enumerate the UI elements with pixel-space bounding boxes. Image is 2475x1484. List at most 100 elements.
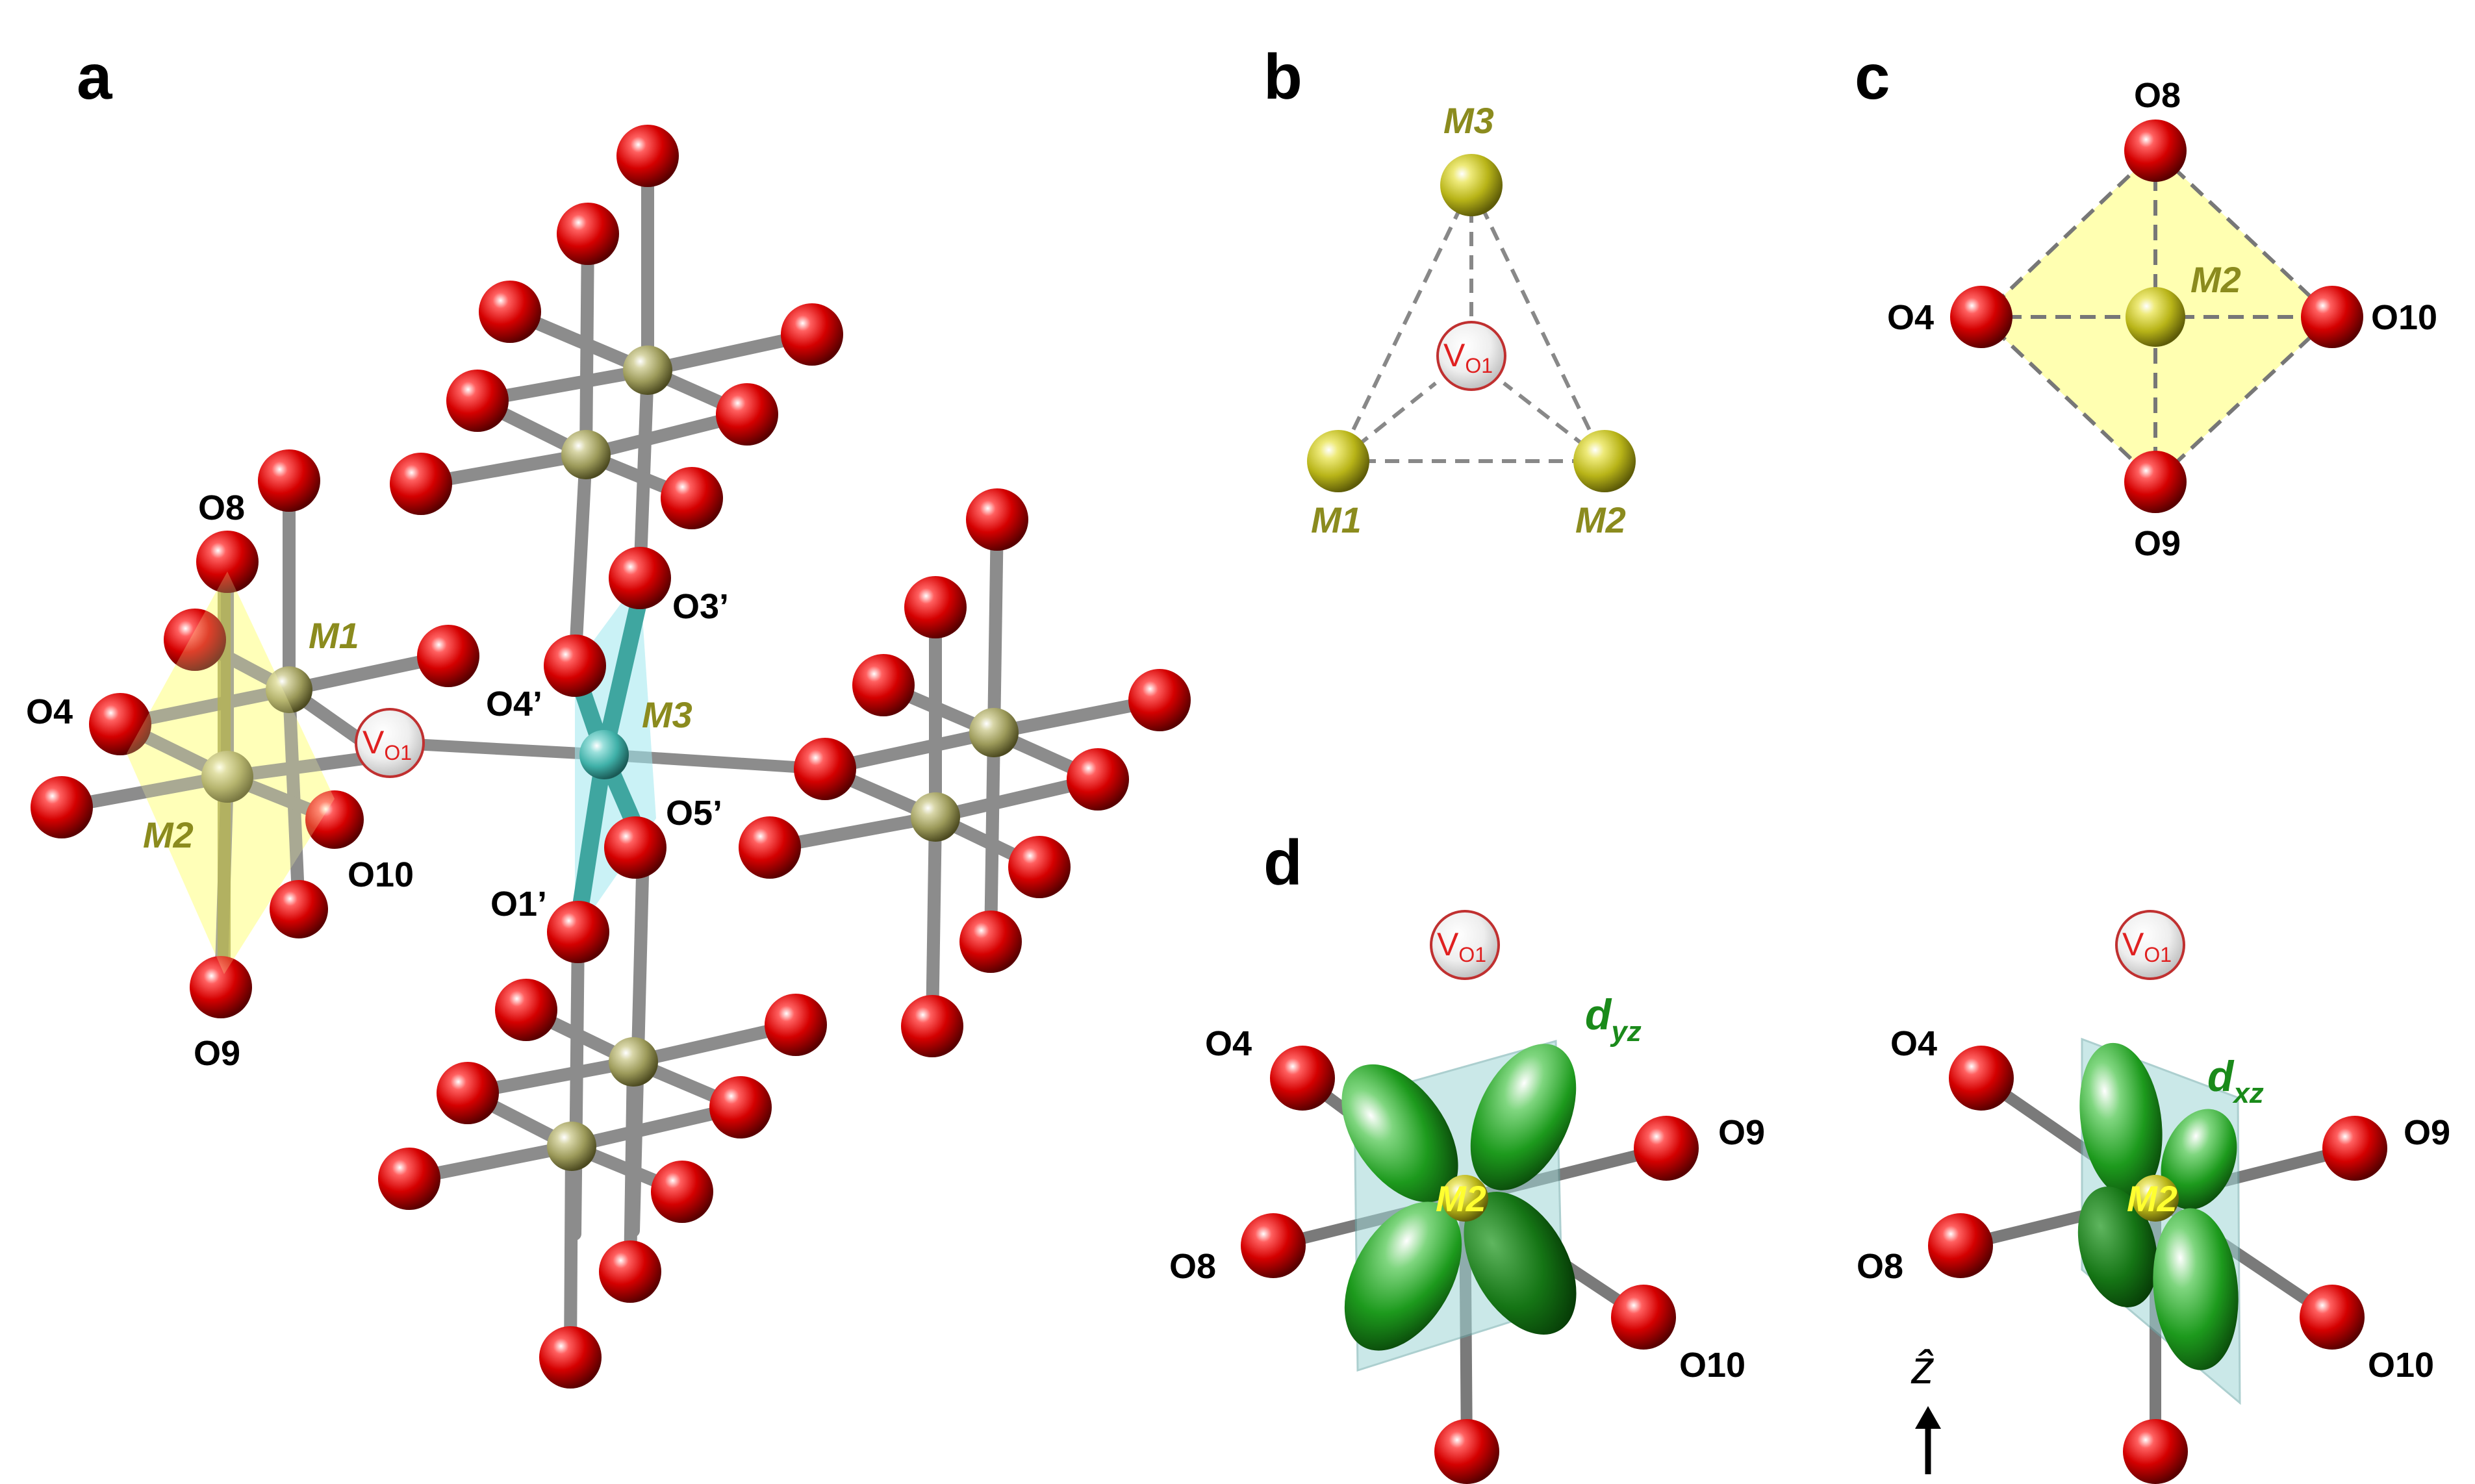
z-axis-indicator: ẑ [1910, 1342, 1941, 1474]
label-o9: O9 [1718, 1113, 1765, 1152]
label-o9: O9 [2404, 1113, 2450, 1152]
m2-atom [2126, 287, 2185, 347]
m1-atom [1307, 430, 1369, 492]
vacancy-label: VO1 [362, 724, 412, 764]
oxygen-atom [794, 738, 856, 800]
oxygen-atom [651, 1161, 713, 1223]
metal-atom [969, 708, 1019, 757]
orbital-lobe [2153, 1208, 2239, 1370]
oxygen-atom-o8 [2124, 119, 2187, 182]
oxygen-atom [781, 303, 843, 366]
m1-atom [266, 666, 312, 713]
metal-atom [911, 792, 960, 842]
label-m1: M1 [309, 615, 359, 656]
metal-atom [547, 1122, 596, 1171]
label-m3: M3 [642, 694, 692, 735]
label-m2: M2 [1436, 1178, 1486, 1219]
label-o10: O10 [348, 855, 414, 894]
bottom-octahedra-cluster [378, 979, 827, 1389]
oxygen-atom-o10 [2301, 286, 2363, 348]
panel-b: b VO1 M3 M1 M2 [1263, 41, 1636, 540]
right-octahedra-cluster [739, 488, 1191, 1057]
label-m3: M3 [1443, 100, 1494, 141]
orbital-lobe [2077, 1187, 2158, 1307]
m2-atom [1441, 1175, 1488, 1222]
oxygen-atom [305, 790, 364, 849]
oxygen-atom [446, 370, 509, 432]
m3-atom [579, 730, 629, 779]
oxygen-atom [258, 449, 320, 512]
label-m2: M2 [143, 814, 194, 855]
metal-atom [609, 1037, 658, 1087]
oxygen-atom-bottom [2123, 1419, 2188, 1484]
m2-atom [2132, 1175, 2179, 1222]
m2-atom [1573, 430, 1636, 492]
oxygen-atom [1128, 669, 1191, 731]
oxygen-atom-o8 [1241, 1213, 1306, 1278]
vacancy-label: VO1 [2122, 926, 2172, 966]
orbital-label-dxz: dxz [2207, 1052, 2264, 1109]
oxygen-atom [609, 547, 671, 609]
vacancy-label: VO1 [1437, 926, 1486, 966]
oxygen-atom [479, 281, 541, 343]
label-o3-prime: O3’ [672, 587, 729, 626]
oxygen-atom-o4 [1270, 1046, 1335, 1111]
oxygen-vacancy-b: VO1 [1436, 321, 1506, 391]
oxygen-atom [437, 1062, 499, 1124]
oxygen-atom [557, 203, 619, 265]
oxygen-atom [31, 776, 93, 838]
oxygen-atom [599, 1240, 661, 1303]
oxygen-vacancy-d-right: VO1 [2115, 910, 2185, 980]
oxygen-atom [495, 979, 557, 1041]
top-octahedra-cluster [390, 125, 843, 672]
panel-d: d VO1 dyz [1169, 827, 2450, 1484]
oxygen-atom-o9 [2124, 451, 2187, 513]
left-octahedra-cluster [31, 449, 479, 1018]
oxygen-atom [544, 635, 606, 697]
oxygen-atom [739, 816, 801, 879]
label-o10: O10 [1679, 1346, 1745, 1385]
orbital-lobe [2161, 1109, 2237, 1210]
oxygen-atom [190, 956, 252, 1018]
oxygen-atom [539, 1326, 602, 1389]
z-axis-label: ẑ [1910, 1342, 1935, 1394]
label-o8: O8 [1857, 1247, 1903, 1286]
label-o4: O4 [1890, 1024, 1937, 1063]
label-o8: O8 [1169, 1247, 1216, 1286]
oxygen-vacancy-a: VO1 [355, 708, 425, 778]
panel-a-label: a [77, 41, 113, 112]
panel-c-label: c [1855, 41, 1890, 112]
panel-a: a [26, 41, 1191, 1389]
oxygen-atom-o10 [2300, 1285, 2365, 1350]
oxygen-atom-o4 [1949, 1046, 2014, 1111]
oxygen-atom [716, 383, 778, 446]
orbital-lobe [2079, 1042, 2163, 1198]
oxygen-atom [604, 816, 666, 879]
label-o9: O9 [194, 1034, 240, 1073]
orbital-lobe [1464, 1192, 1577, 1335]
oxygen-atom-o9 [2322, 1116, 2387, 1181]
oxygen-atom [901, 995, 963, 1057]
oxygen-vacancy-d-left: VO1 [1430, 910, 1500, 980]
oxygen-atom [616, 125, 679, 187]
oxygen-atom [378, 1148, 440, 1210]
oxygen-atom [417, 625, 479, 687]
label-o4-prime: O4’ [486, 685, 542, 723]
oxygen-atom-o10 [1611, 1285, 1676, 1350]
label-o9: O9 [2134, 524, 2181, 563]
label-o5-prime: O5’ [666, 794, 722, 833]
orbital-label-dyz: dyz [1585, 990, 1642, 1048]
panel-b-label: b [1263, 41, 1302, 112]
oxygen-atom-o8 [1928, 1213, 1993, 1278]
panel-c: c O8 O4 M2 O10 O9 [1855, 41, 2437, 563]
oxygen-atom [959, 911, 1022, 973]
oxygen-atom [164, 609, 226, 671]
label-o4: O4 [1205, 1024, 1252, 1063]
label-m2: M2 [1575, 499, 1626, 540]
orbital-lobe [1344, 1201, 1462, 1351]
label-m2: M2 [2127, 1178, 2177, 1219]
oxygen-atom-o4 [1950, 286, 2012, 348]
oxygen-atom [852, 654, 915, 716]
label-m1: M1 [1311, 499, 1362, 540]
